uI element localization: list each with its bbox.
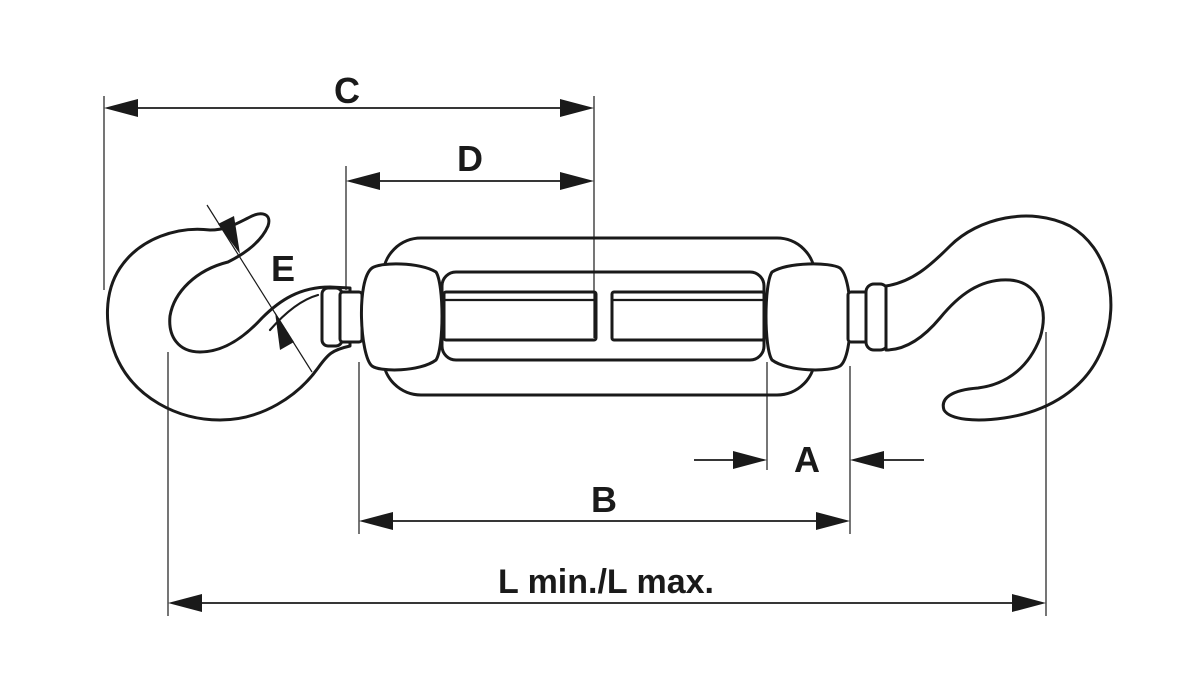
right-end-boss	[764, 262, 852, 372]
left-end-boss	[359, 262, 444, 372]
left-thread-rod	[442, 290, 598, 342]
d-arrow-right	[560, 172, 594, 190]
label-d: D	[457, 138, 483, 179]
dimension-e: E	[206, 204, 313, 373]
b-arrow-right	[816, 512, 850, 530]
label-e: E	[271, 248, 295, 289]
right-hook	[846, 214, 1113, 422]
right-thread-rod	[610, 290, 766, 342]
e-arrow-bottom	[275, 312, 294, 350]
label-l: L min./L max.	[498, 563, 714, 601]
left-hook-ridge	[268, 293, 320, 332]
c-arrow-left	[104, 99, 138, 117]
label-a: A	[794, 439, 820, 480]
b-arrow-left	[359, 512, 393, 530]
turnbuckle-body	[359, 236, 852, 397]
dimension-c: C	[103, 70, 595, 338]
dimension-d: D	[345, 138, 594, 290]
l-arrow-left	[168, 594, 202, 612]
a-arrow-right	[850, 451, 884, 469]
c-arrow-right	[560, 99, 594, 117]
dimension-a: A	[694, 362, 924, 534]
l-arrow-right	[1012, 594, 1046, 612]
left-hook-body	[106, 212, 352, 422]
e-arrow-top	[218, 216, 240, 254]
dimension-l: L min./L max.	[167, 332, 1047, 616]
a-arrow-left	[733, 451, 767, 469]
label-c: C	[334, 70, 360, 111]
dimension-b: B	[358, 362, 850, 534]
left-hook-shank	[338, 290, 364, 344]
right-hook-body	[884, 214, 1113, 422]
label-b: B	[591, 479, 617, 520]
d-arrow-left	[346, 172, 380, 190]
